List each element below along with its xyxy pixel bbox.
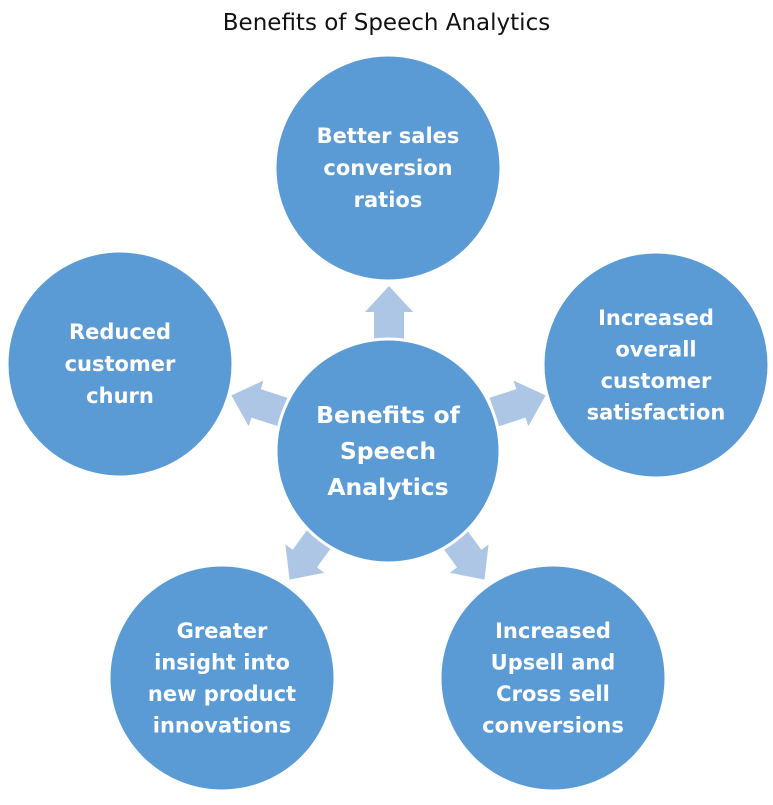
benefit-node-bottom-left-circle bbox=[107, 563, 337, 793]
benefit-node-top: Better sales conversion ratios bbox=[273, 53, 503, 283]
center-node-circle bbox=[274, 337, 502, 565]
benefit-node-right-label-line: overall bbox=[615, 337, 696, 361]
benefit-node-right: Increased overall customer satisfaction bbox=[541, 250, 771, 480]
center-node-label-line: Benefits of bbox=[316, 401, 460, 429]
benefit-node-right-circle bbox=[541, 250, 771, 480]
benefit-node-bottom-left-label-line: Greater bbox=[177, 619, 268, 643]
benefit-node-left-label-line: Reduced bbox=[69, 320, 171, 344]
arrow-to-right bbox=[489, 380, 546, 427]
diagram-title: Benefits of Speech Analytics bbox=[222, 10, 551, 36]
benefit-node-right-label-line: Increased bbox=[598, 306, 714, 330]
benefit-node-right-label-line: customer bbox=[601, 369, 712, 393]
benefit-node-top-label-line: conversion bbox=[323, 156, 452, 180]
benefit-node-top-circle bbox=[273, 53, 503, 283]
benefit-node-bottom-right-label-line: Cross sell bbox=[496, 682, 610, 706]
benefit-node-bottom-right-label-line: Increased bbox=[495, 619, 611, 643]
benefit-node-bottom-right-circle bbox=[438, 563, 668, 793]
center-node-label-line: Speech bbox=[340, 437, 436, 465]
center-node-label-line: Analytics bbox=[327, 473, 448, 501]
arrow-to-left bbox=[231, 380, 288, 427]
benefit-node-top-label-line: ratios bbox=[354, 188, 423, 212]
benefit-node-bottom-right-label-line: conversions bbox=[482, 713, 624, 737]
benefit-node-left: Reduced customer churn bbox=[5, 249, 235, 479]
benefit-node-top-label-line: Better sales bbox=[317, 124, 460, 148]
benefit-node-bottom-right-label-line: Upsell and bbox=[491, 650, 616, 674]
benefit-node-left-circle bbox=[5, 249, 235, 479]
benefit-node-bottom-left-label-line: new product bbox=[148, 682, 296, 706]
benefit-node-left-label-line: customer bbox=[65, 352, 176, 376]
benefit-node-bottom-left: Greater insight into new product innovation… bbox=[107, 563, 337, 793]
benefit-node-bottom-left-label-line: insight into bbox=[154, 650, 290, 674]
benefit-node-right-label-line: satisfaction bbox=[587, 400, 726, 424]
benefit-node-bottom-left-label-line: innovations bbox=[153, 713, 292, 737]
benefit-node-left-label-line: churn bbox=[86, 384, 154, 408]
arrow-to-top bbox=[365, 286, 413, 340]
